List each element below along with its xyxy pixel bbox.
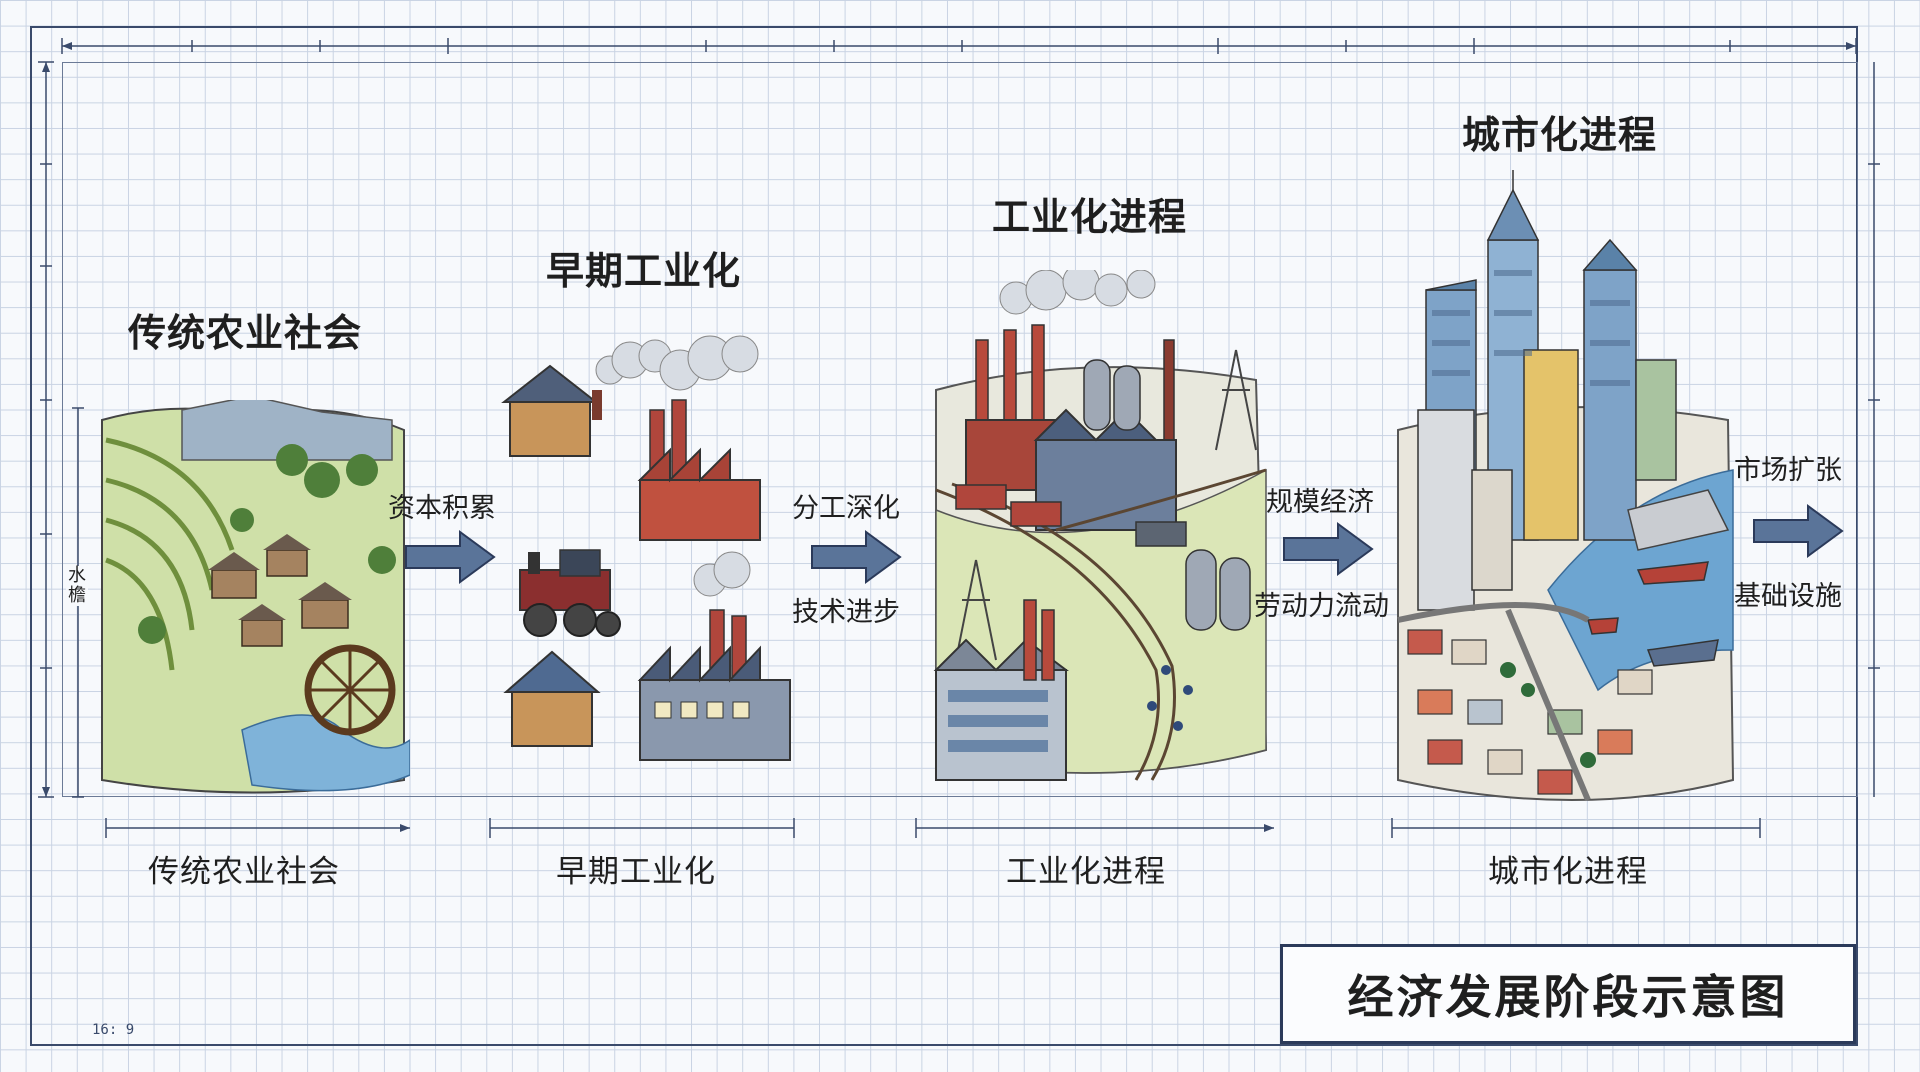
stage-1-heading: 传统农业社会 — [128, 311, 363, 355]
early-industry-illustration — [501, 335, 791, 761]
diagram-title: 经济发展阶段示意图 — [1347, 970, 1789, 1024]
agrarian-village-illustration — [101, 400, 410, 794]
inner-frame — [62, 62, 1858, 797]
transition-2-label-bottom: 技术进步 — [792, 597, 900, 628]
stage-1-caption: 传统农业社会 — [148, 854, 340, 890]
transition-1-label: 资本积累 — [388, 493, 496, 524]
transition-3-arrow — [1283, 522, 1374, 576]
stage-3-caption: 工业化进程 — [1006, 854, 1166, 890]
transition-4-label-bottom: 基础设施 — [1734, 581, 1842, 612]
stage-3-heading: 工业化进程 — [992, 195, 1188, 239]
transition-3-label-top: 规模经济 — [1266, 487, 1374, 518]
transition-1-arrow — [405, 530, 496, 584]
transition-2-arrow — [811, 530, 902, 584]
industrial-zone-illustration — [933, 270, 1268, 781]
aspect-ratio-label: 16: 9 — [92, 1022, 135, 1038]
side-dimension-label: 水 檐 — [66, 565, 88, 606]
transition-2-label-top: 分工深化 — [792, 493, 900, 524]
city-illustration — [1397, 170, 1735, 802]
transition-4-label-top: 市场扩张 — [1734, 455, 1842, 486]
transition-4-arrow — [1753, 504, 1844, 558]
stage-2-caption: 早期工业化 — [556, 854, 716, 890]
transition-3-label-bottom: 劳动力流动 — [1254, 591, 1389, 622]
diagram-title-box: 经济发展阶段示意图 — [1280, 944, 1856, 1044]
stage-2-heading: 早期工业化 — [546, 249, 742, 293]
stage-4-heading: 城市化进程 — [1462, 113, 1658, 157]
stage-4-caption: 城市化进程 — [1488, 854, 1648, 890]
